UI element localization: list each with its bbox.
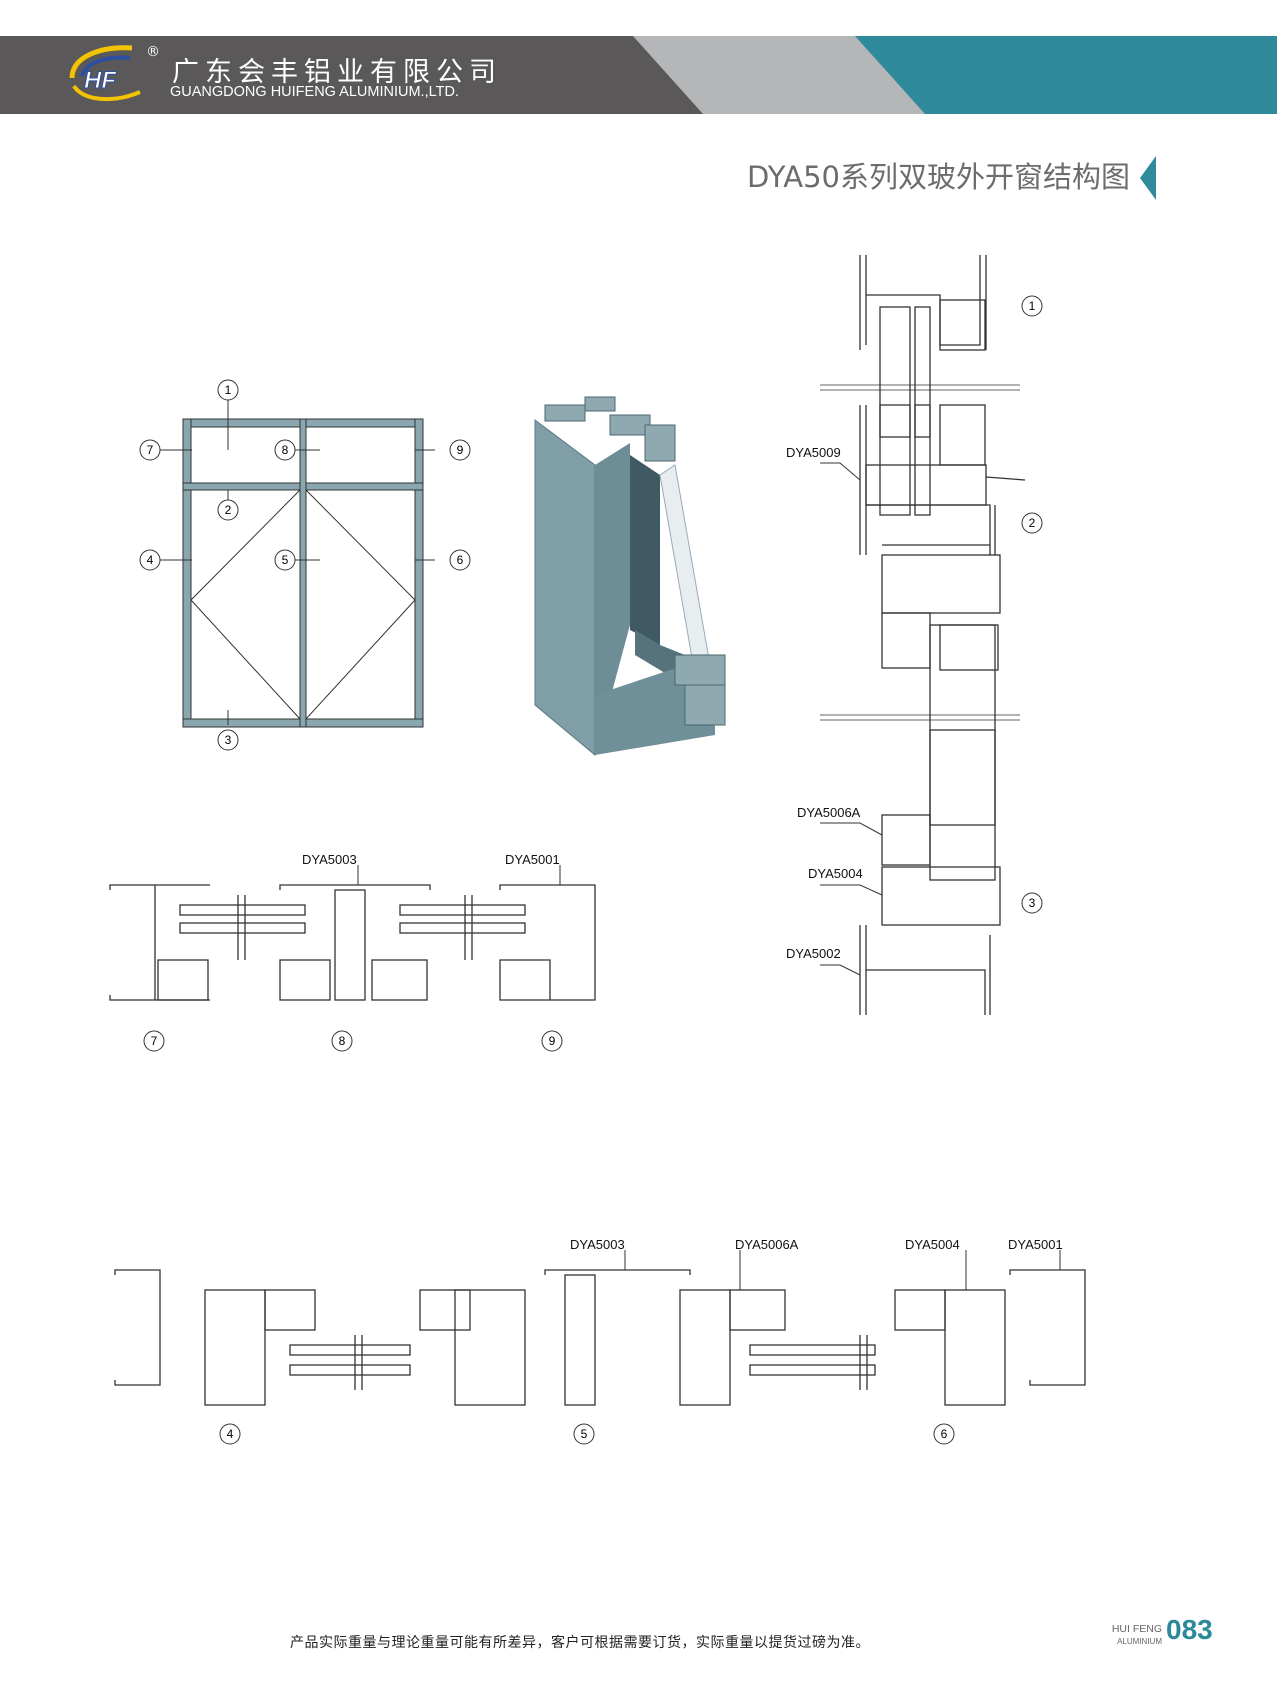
- profile-3d-render: [534, 396, 726, 757]
- vertical-section-diagram: 1 2 3: [820, 255, 1043, 1015]
- row1-section-diagram: 7 8 9: [109, 865, 596, 1052]
- registered-mark: ®: [146, 44, 160, 60]
- page-number: 083: [1166, 1614, 1213, 1645]
- callout-8: [274, 439, 296, 461]
- section-marker: 7: [151, 1034, 158, 1048]
- callout-4: [139, 549, 161, 571]
- section-marker: 9: [549, 1034, 556, 1048]
- row1-label-dya5003: DYA5003: [302, 852, 357, 867]
- row2-label-dya5003: DYA5003: [570, 1237, 625, 1252]
- company-logo-icon: HF: [69, 45, 141, 102]
- part-label-dya5009: DYA5009: [786, 445, 841, 460]
- part-label-dya5006a: DYA5006A: [797, 805, 861, 820]
- section-marker: 1: [1029, 299, 1036, 313]
- header-background: [0, 36, 1277, 114]
- section-marker: 6: [941, 1427, 948, 1441]
- part-label-dya5004: DYA5004: [808, 866, 863, 881]
- section-marker: 2: [1029, 516, 1036, 530]
- window-elevation-diagram: 1 2 3 4 5 6 7 8 9: [139, 379, 471, 751]
- callout-7: [139, 439, 161, 461]
- page-title: DYA50系列双玻外开窗结构图: [747, 160, 1130, 194]
- footer-note: 产品实际重量与理论重量可能有所差异，客户可根据需要订货，实际重量以提货过磅为准。: [290, 1635, 870, 1651]
- company-name-cn: 广东会丰铝业有限公司: [172, 57, 502, 88]
- section-marker: 3: [1029, 896, 1036, 910]
- callout-label: 5: [282, 553, 289, 567]
- header-banner: HF ® 广东会丰铝业有限公司 GUANGDONG HUIFENG ALUMIN…: [0, 0, 1277, 120]
- callout-5: [274, 549, 296, 571]
- callout-9: [449, 439, 471, 461]
- section-marker: 5: [581, 1427, 588, 1441]
- row2-section-diagram: 4 5 6: [114, 1250, 1086, 1445]
- company-name-en: GUANGDONG HUIFENG ALUMINIUM.,LTD.: [170, 84, 459, 100]
- footer-brand-top: HUI FENG: [1111, 1623, 1162, 1635]
- callout-label: 2: [225, 503, 232, 517]
- callout-2: [217, 499, 239, 521]
- row1-label-dya5001: DYA5001: [505, 852, 560, 867]
- footer-brand-bottom: ALUMINIUM: [1117, 1637, 1162, 1646]
- callout-label: 4: [147, 553, 154, 567]
- row2-label-dya5006a: DYA5006A: [735, 1237, 799, 1252]
- row2-label-dya5001: DYA5001: [1008, 1237, 1063, 1252]
- callout-6: [449, 549, 471, 571]
- row2-label-dya5004: DYA5004: [905, 1237, 960, 1252]
- callout-label: 1: [225, 383, 232, 397]
- section-marker: 8: [339, 1034, 346, 1048]
- callout-label: 8: [282, 443, 289, 457]
- callout-1: [217, 379, 239, 401]
- callout-3: [217, 729, 239, 751]
- title-arrow-icon: [1140, 156, 1156, 200]
- svg-text:HF: HF: [84, 67, 117, 94]
- part-label-dya5002: DYA5002: [786, 946, 841, 961]
- callout-label: 6: [457, 553, 464, 567]
- callout-label: 3: [225, 733, 232, 747]
- section-marker: 4: [227, 1427, 234, 1441]
- callout-label: 9: [457, 443, 464, 457]
- callout-label: 7: [147, 443, 154, 457]
